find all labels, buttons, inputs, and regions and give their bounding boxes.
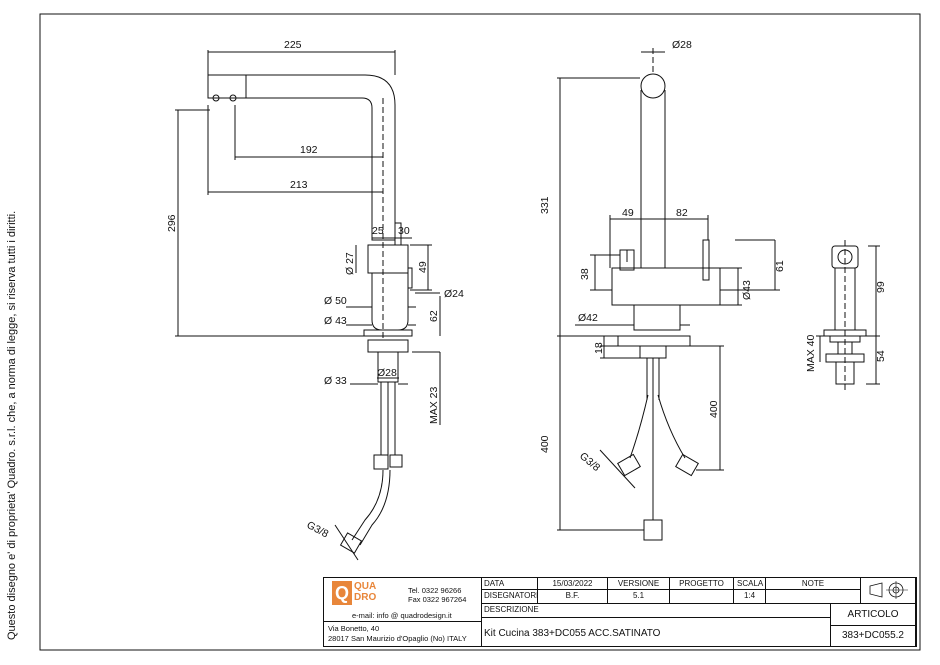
dim-label: 400 [708,400,720,418]
quadro-logo: Q QUA DRO [332,581,382,607]
progetto-label: PROGETTO [670,578,734,590]
hose-curve-2 [359,469,391,546]
dim-label: G3/8 [577,450,602,474]
note-value [766,590,861,604]
nut-left [617,453,641,477]
articolo-value: 383+DC055.2 [831,626,916,646]
projection-symbol [861,578,916,604]
lever-right [702,239,710,281]
spout-column [640,90,666,268]
logo-text-2: DRO [354,592,377,603]
note-label: NOTE [766,578,861,590]
contact-phone: Tel. 0322 96266 Fax 0322 967264 [408,586,466,604]
drawing-frame [39,13,921,651]
dim-label: 213 [290,179,308,191]
fax-text: Fax 0322 967264 [408,595,467,604]
front-view [557,48,780,541]
articolo-label: ARTICOLO [831,604,916,626]
dim-label: 82 [676,207,688,219]
hose-curve [351,469,384,541]
base-plate [617,335,691,347]
aerator-1 [212,94,220,102]
aerator-2 [229,94,237,102]
dim-label: 296 [166,214,178,232]
nut-right [675,453,699,477]
dim-label: 61 [774,260,786,272]
dim-label: Ø43 [741,280,753,300]
dim-label: 54 [875,350,887,362]
dim-label: 400 [539,435,551,453]
address-line-1: Via Bonetto, 40 [328,624,380,633]
spout-head [207,74,247,99]
dim-label: 331 [539,196,551,214]
dim-label: 25 [372,225,384,237]
dim-label: 49 [417,261,429,273]
dim-label: 225 [284,39,302,51]
address-line-2: 28017 San Maurizio d'Opaglio (No) ITALY [328,634,467,643]
company-address: Via Bonetto, 40 28017 San Maurizio d'Opa… [328,624,467,644]
dim-label: Ø28 [377,367,397,379]
scala-label: SCALA [734,578,766,590]
dim-label: G3/8 [305,519,331,540]
disegnatore-value: B.F. [538,590,608,604]
shank [639,345,667,359]
disegnatore-label: DISEGNATORE [481,590,538,604]
side-view [175,50,441,561]
spray-view-labels: 99 MAX 40 54 [805,281,887,372]
descrizione-label: DESCRIZIONE [481,604,831,618]
dim-label: 38 [579,268,591,280]
lever [394,222,402,246]
dim-label: MAX 23 [428,386,440,424]
spray-body [834,268,856,330]
handle-side [407,267,413,289]
dim-label: MAX 40 [805,334,817,372]
tel-text: Tel. 0322 96266 [408,586,462,595]
progetto-value [670,590,734,604]
base-ring [363,329,413,337]
versione-value: 5.1 [608,590,670,604]
dim-label: Ø 50 [324,295,347,307]
hose-right [657,394,686,459]
dim-label: 30 [398,225,410,237]
body-lower [633,305,681,331]
dim-label: Ø24 [444,288,464,300]
data-label: DATA [481,578,538,590]
nut-bottom [643,519,663,541]
scala-value: 1:4 [734,590,766,604]
spray-view [816,240,880,390]
company-info: Q QUA DRO Tel. 0322 96266 Fax 0322 96726… [324,578,482,646]
dim-label: Ø 33 [324,375,347,387]
descrizione-value: Kit Cucina 383+DC055 ACC.SATINATO [481,618,831,646]
dim-label: Ø 43 [324,315,347,327]
data-value: 15/03/2022 [538,578,608,590]
dim-label: Ø28 [672,39,692,51]
body-base [371,273,409,331]
versione-label: VERSIONE [608,578,670,590]
dim-label: 62 [428,310,440,322]
hose-nut-1 [373,454,389,470]
dim-label: 49 [622,207,634,219]
lever-block [367,244,409,274]
logo-letter: Q [332,581,352,605]
dim-label: Ø 27 [344,252,356,275]
mount-flange [367,339,409,353]
projection-icon [869,581,908,599]
spout-body [207,74,396,241]
hose-left [629,394,649,459]
dim-label: 192 [300,144,318,156]
hoses-front [646,358,660,520]
dim-label: 99 [875,281,887,293]
hose-nut-2 [389,454,403,468]
logo-text-1: QUA [354,581,377,592]
title-block: Q QUA DRO Tel. 0322 96266 Fax 0322 96726… [323,577,917,647]
dim-label: Ø42 [578,312,598,324]
spout-top [640,73,666,99]
contact-email: e-mail: info @ quadrodesign.it [352,611,452,620]
dim-label: 18 [593,342,605,354]
body-housing [611,267,721,306]
